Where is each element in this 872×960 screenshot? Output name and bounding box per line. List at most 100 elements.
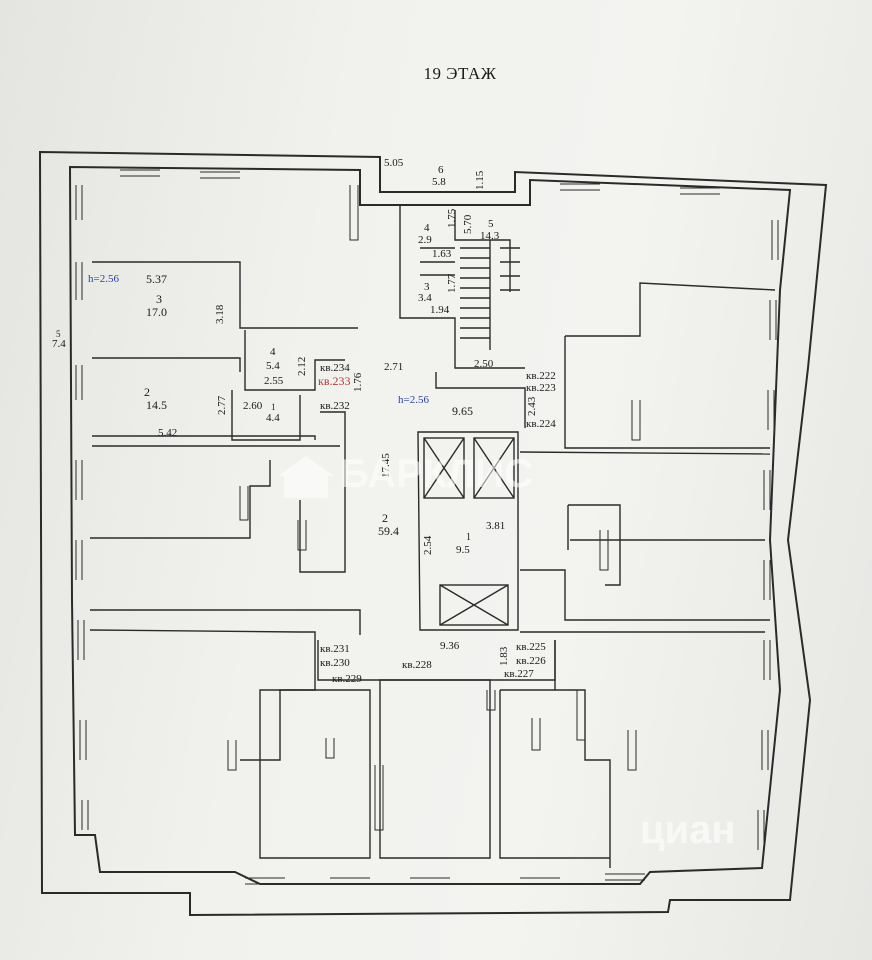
wall-core-top <box>399 205 525 369</box>
apartment-230: кв.230 <box>320 657 350 669</box>
room-2-area: 14.5 <box>146 398 167 412</box>
apartment-228: кв.228 <box>402 659 432 671</box>
stair-3-depth: 1.77 <box>446 273 458 293</box>
apartment-229: кв.229 <box>332 673 362 685</box>
room-3-depth: 3.18 <box>214 304 226 324</box>
room-1-width: 2.60 <box>243 400 263 412</box>
windows-right <box>757 220 779 850</box>
ceiling-height-left: h=2.56 <box>88 273 119 285</box>
stair-bottom-width: 2.50 <box>474 358 494 370</box>
wall-mid-left-d <box>90 609 361 635</box>
top-6-area: 5.8 <box>432 176 446 188</box>
wall-low-a <box>379 679 491 859</box>
wall-right-c <box>519 451 771 455</box>
lift-cross-1 <box>423 437 465 499</box>
wall-low-b <box>259 689 371 859</box>
room-3-width: 5.37 <box>146 272 167 286</box>
corridor-dim-2-43: 2.43 <box>526 396 538 416</box>
corridor-dim-2-71: 2.71 <box>384 361 404 373</box>
wall-stair-inner <box>420 247 455 276</box>
top-6-width: 5.05 <box>384 157 404 169</box>
outer-wall <box>38 150 828 917</box>
windows-left <box>75 185 89 830</box>
wall-room-3 <box>92 261 358 329</box>
wall-right-a <box>565 282 776 337</box>
lift-1-number: 1 <box>466 532 471 543</box>
room-4-area: 5.4 <box>266 360 280 372</box>
wall-room-1 <box>231 390 301 441</box>
room-1-area: 4.4 <box>266 412 280 424</box>
staircase-flights <box>460 240 520 350</box>
windows-top <box>120 169 720 195</box>
stair-3-area: 3.4 <box>418 292 432 304</box>
stair-4-width: 1.63 <box>432 248 452 260</box>
stair-5-area: 14.3 <box>480 230 500 242</box>
room-3-area: 17.0 <box>146 305 167 319</box>
stair-4-number: 4 <box>424 222 430 234</box>
room-1-number: 1 <box>271 402 276 412</box>
apartment-227: кв.227 <box>504 668 534 680</box>
wall-right-e <box>520 569 770 621</box>
apartment-233: кв.233 <box>318 374 351 388</box>
top-6-depth: 1.15 <box>474 170 486 190</box>
stair-4-depth: 1.75 <box>446 208 458 228</box>
room-2-number: 2 <box>144 385 150 399</box>
stair-5-number: 5 <box>488 218 494 230</box>
apartment-234: кв.234 <box>320 362 350 374</box>
apartment-225: кв.225 <box>516 641 546 653</box>
wall-corridor-left <box>92 435 316 440</box>
wall-low-left <box>89 629 316 761</box>
corridor-lower <box>317 640 556 681</box>
apartment-231: кв.231 <box>320 643 350 655</box>
balcony-area: 7.4 <box>52 338 66 350</box>
wall-mid-left-c <box>299 411 346 573</box>
windows-bottom <box>245 873 645 885</box>
room-3-number: 3 <box>156 292 162 306</box>
balcony-number: 5 <box>56 329 61 339</box>
corridor-2-area: 59.4 <box>378 524 399 538</box>
wall-core-corridor <box>435 372 526 428</box>
apartment-224: кв.224 <box>526 418 556 430</box>
top-6-number: 6 <box>438 164 444 176</box>
page-title: 19 ЭТАЖ <box>423 64 497 83</box>
lift-cross-3 <box>439 584 509 626</box>
corridor-2-number: 2 <box>382 511 388 525</box>
wall-low-right <box>554 640 611 868</box>
apartment-223: кв.223 <box>526 382 556 394</box>
lift-1-area: 9.5 <box>456 544 470 556</box>
lift-cross-2 <box>473 437 515 499</box>
wall-lift-shafts <box>417 431 519 631</box>
lift-dim-2-54: 2.54 <box>422 535 434 555</box>
corridor-dim-1-76: 1.76 <box>352 372 364 392</box>
lift-shaft-3 <box>439 584 509 626</box>
lift-shaft-1 <box>423 437 465 499</box>
wall-mid-left-b <box>90 460 271 539</box>
lift-shaft-2 <box>473 437 515 499</box>
wall-room-4 <box>244 330 345 391</box>
apartment-222: кв.222 <box>526 370 556 382</box>
wall-right-d <box>567 504 765 586</box>
wall-stair <box>454 210 511 292</box>
room-4-width: 2.55 <box>264 375 284 387</box>
wall-room-2 <box>92 357 241 372</box>
corridor-dim-9-36: 9.36 <box>440 640 460 652</box>
corridor-dim-9-65: 9.65 <box>452 404 473 418</box>
brand-logo-icon <box>274 452 338 500</box>
room-4-depth: 2.12 <box>296 356 308 376</box>
wall-low-c <box>499 689 610 859</box>
room-2-depth: 2.77 <box>216 395 228 415</box>
wall-niches <box>227 185 641 831</box>
inner-wall <box>68 165 792 885</box>
room-4-number: 4 <box>270 346 276 358</box>
apartment-226: кв.226 <box>516 655 546 667</box>
ceiling-height-center: h=2.56 <box>398 394 429 406</box>
stair-3-number: 3 <box>424 281 430 293</box>
wall-right-b <box>564 336 770 449</box>
apartment-232: кв.232 <box>320 400 350 412</box>
stair-3-width: 1.94 <box>430 304 450 316</box>
lift-dim-3-81: 3.81 <box>486 520 506 532</box>
stair-4-area: 2.9 <box>418 234 432 246</box>
site-watermark: циан <box>640 808 736 852</box>
